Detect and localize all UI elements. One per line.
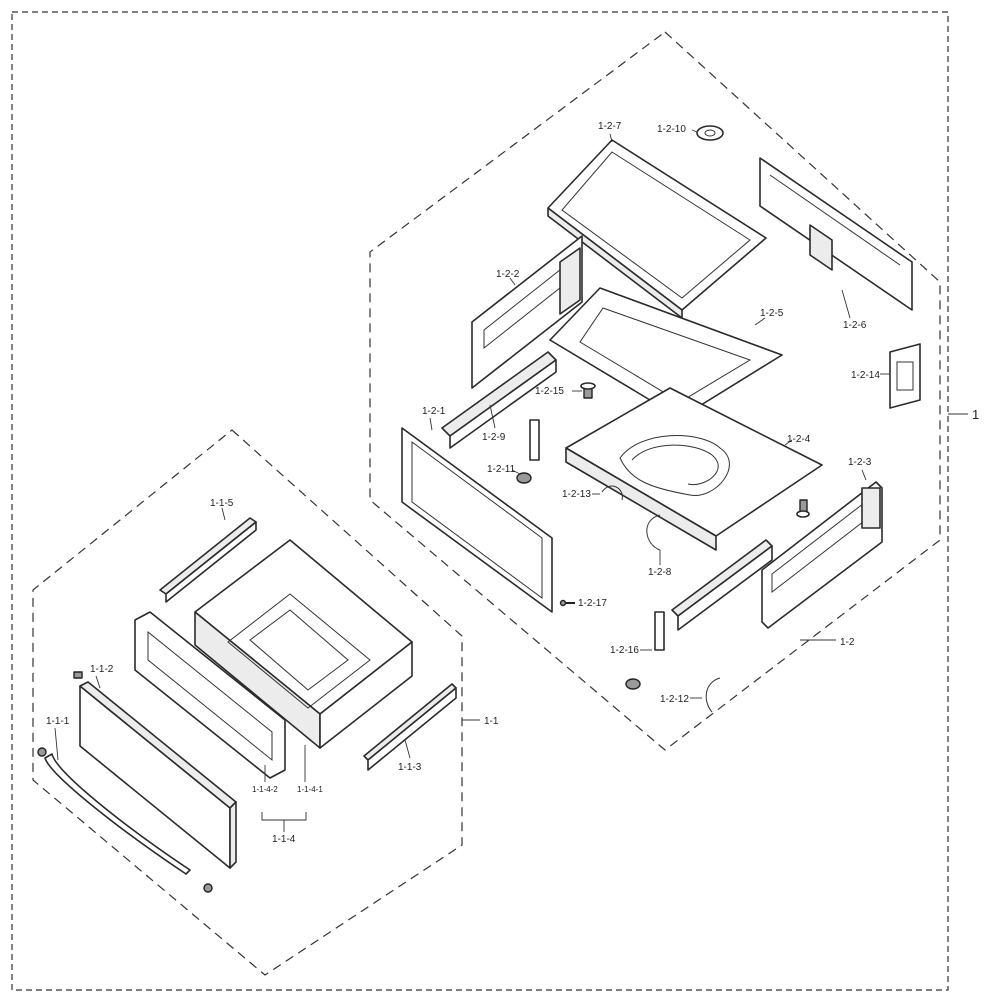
part-cable-1-2-12 [705,677,721,713]
label-1-2-11: 1-2-11 [487,464,516,475]
label-1-2-14: 1-2-14 [851,370,880,381]
label-1-1-3: 1-1-3 [398,762,422,773]
label-1-1-1: 1-1-1 [46,716,70,727]
assembly-label: 1 [972,407,979,422]
label-1-2-16: 1-2-16 [610,645,639,656]
group-1-2-label: 1-2 [840,637,855,648]
label-1-2-2: 1-2-2 [496,269,520,280]
part-screw-1-2-15 [580,382,596,399]
part-right-rail [671,539,773,631]
label-1-2-4: 1-2-4 [787,434,811,445]
label-1-1-4-1: 1-1-4-1 [297,785,323,794]
part-drawer-box [194,539,413,749]
part-screw-right-panel [796,499,810,518]
part-wire-1-2-13 [601,485,623,501]
label-1-2-15: 1-2-15 [535,386,564,397]
assembly-boundary [11,11,949,991]
label-1-2-1: 1-2-1 [422,406,446,417]
label-1-2-10: 1-2-10 [657,124,686,135]
label-1-1-4: 1-1-4 [272,834,296,845]
label-1-2-5: 1-2-5 [760,308,784,319]
label-1-2-13: 1-2-13 [562,489,591,500]
part-drawer-side-rail [363,683,457,771]
part-drawer-frame [134,611,286,779]
part-bottom-tray [565,387,823,551]
part-rear-panel [759,157,913,311]
part-clip [73,671,83,679]
label-1-2-9: 1-2-9 [482,432,506,443]
part-screw-1-2-17 [559,599,575,607]
part-left-rail [441,351,557,449]
part-front-frame [401,427,553,613]
part-sensor-1-2-16 [625,611,665,690]
part-drawer-front-panel [79,681,237,869]
part-drawer-handle [37,747,213,893]
label-1-2-17: 1-2-17 [578,598,607,609]
part-small-gasket [696,125,724,141]
part-left-side-panel [471,235,583,389]
label-1-2-8: 1-2-8 [648,567,672,578]
group-1-1-label: 1-1 [484,716,499,727]
label-1-2-12: 1-2-12 [660,694,689,705]
label-1-1-2: 1-1-2 [90,664,114,675]
label-1-2-7: 1-2-7 [598,121,622,132]
group-1-1-boundary [32,429,463,976]
group-1-2-boundary [369,31,941,751]
label-1-1-4-2: 1-1-4-2 [252,785,278,794]
part-bracket [889,343,921,409]
label-1-1-5: 1-1-5 [210,498,234,509]
label-1-2-3: 1-2-3 [848,457,872,468]
part-drawer-top-bar [159,517,257,603]
part-sensor-1-2-11 [516,419,540,484]
label-1-2-6: 1-2-6 [843,320,867,331]
part-heater-wire [646,514,661,551]
part-right-side-panel [761,481,883,629]
